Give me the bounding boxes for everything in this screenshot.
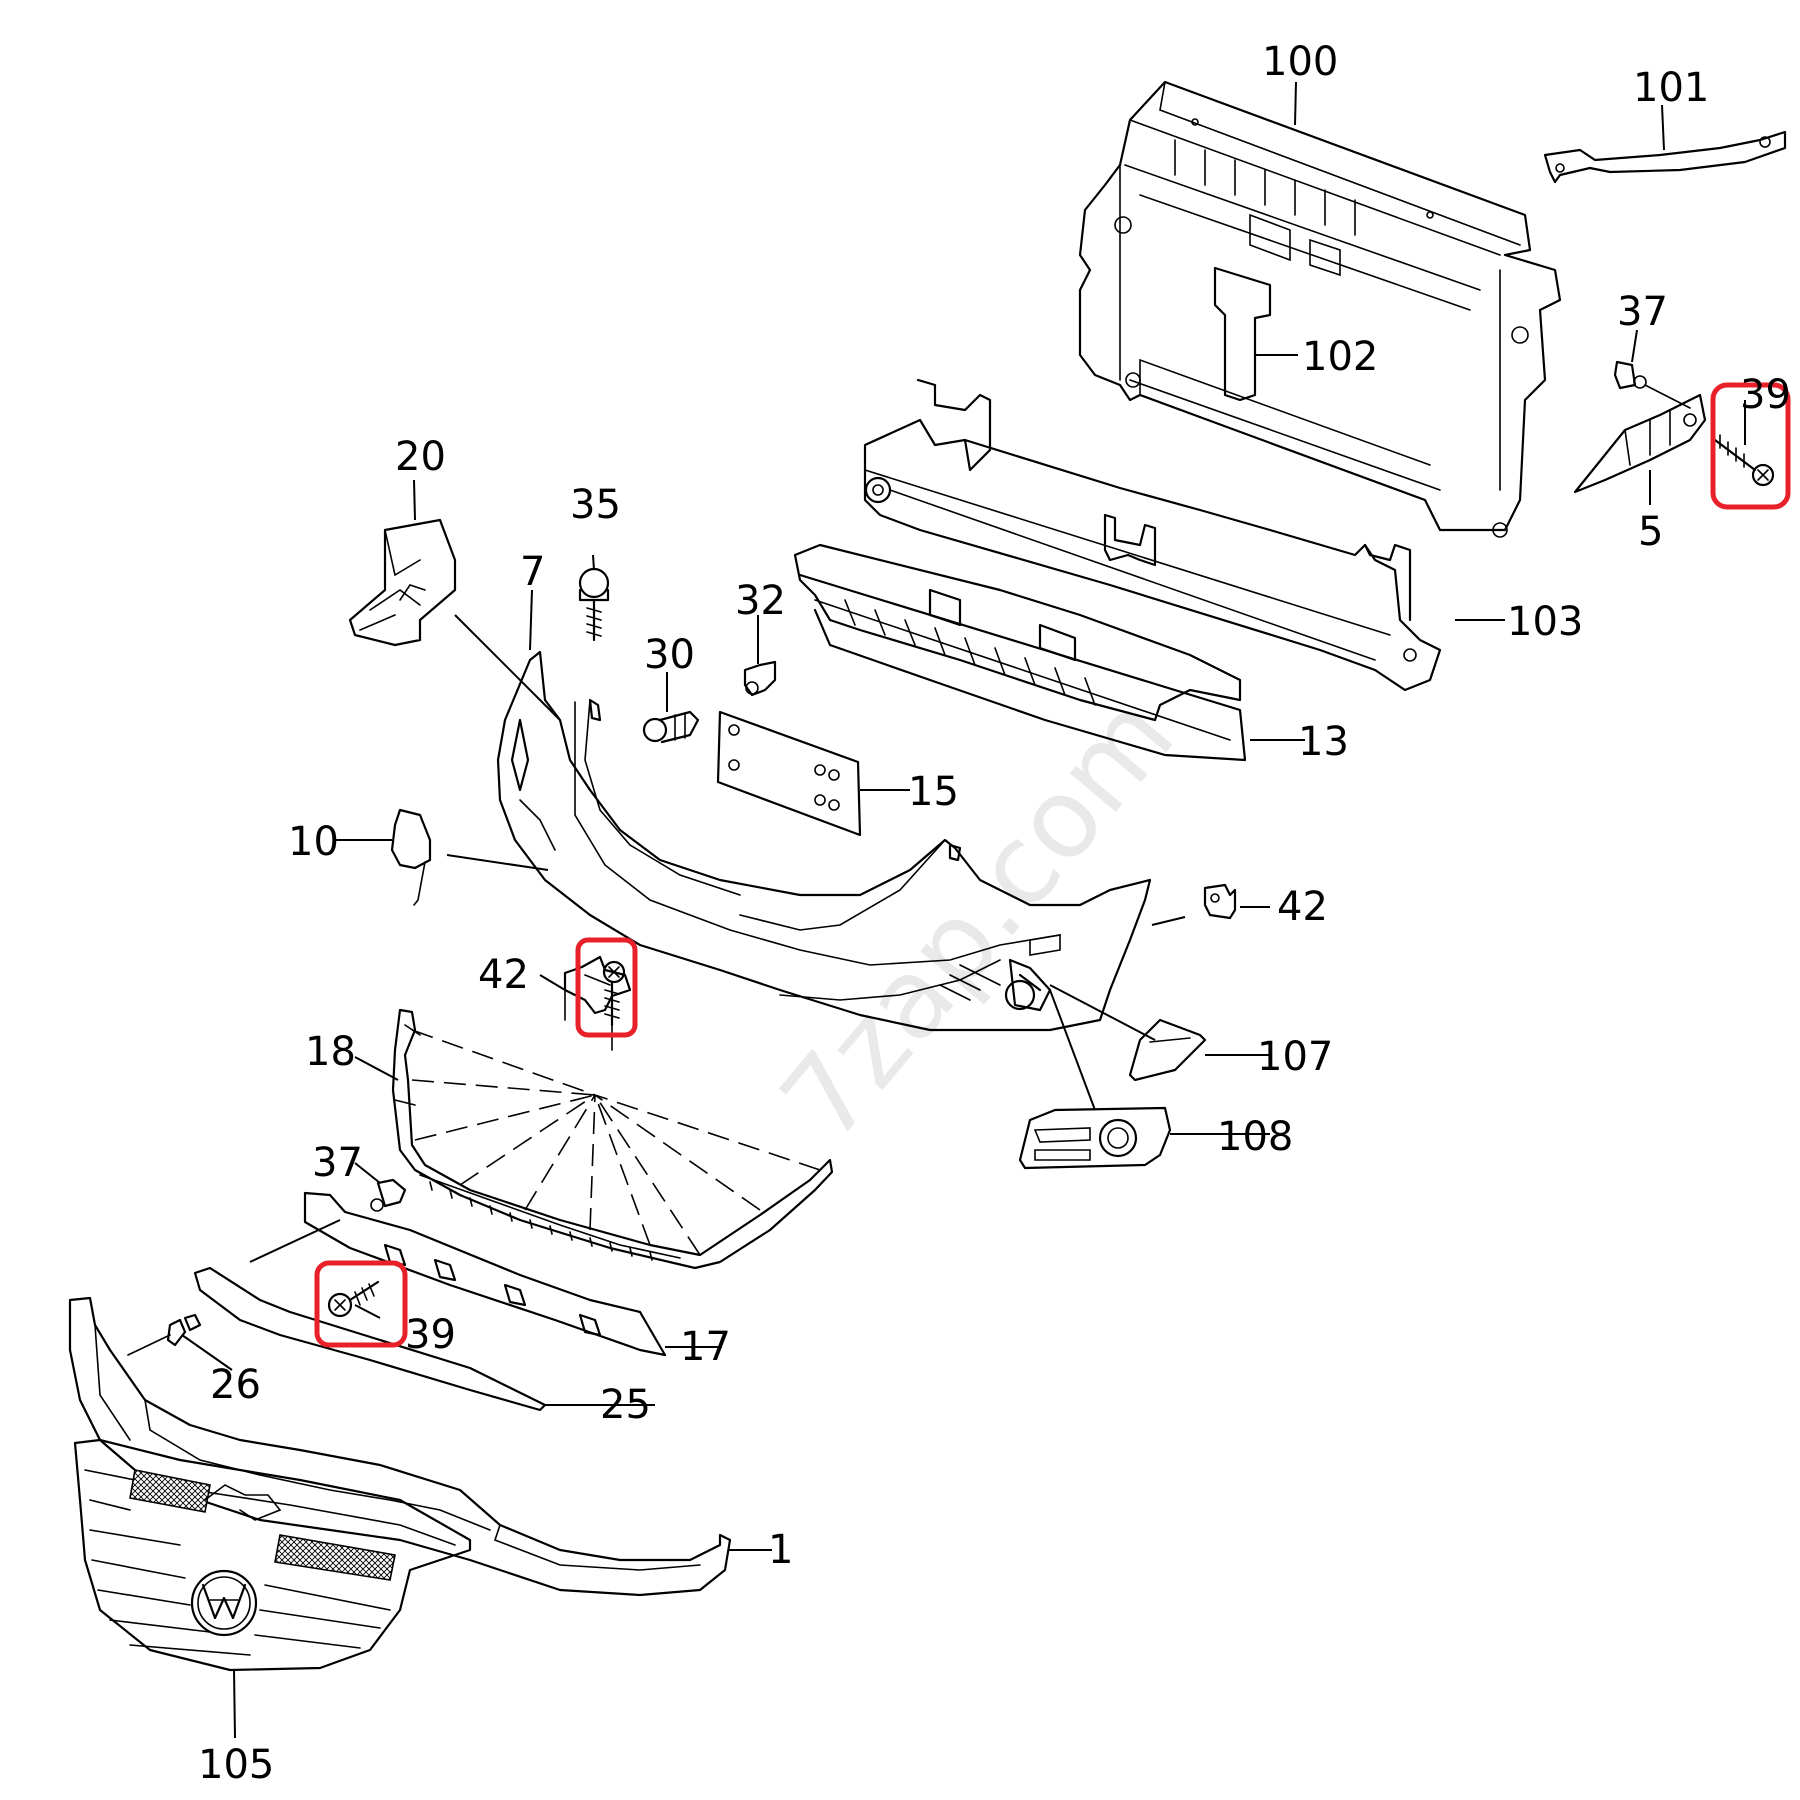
part-15-license-plate-bracket[interactable] <box>716 710 862 837</box>
label-13[interactable]: 13 <box>1298 719 1349 765</box>
label-17[interactable]: 17 <box>680 1324 731 1370</box>
part-100-lock-carrier[interactable] <box>1078 80 1562 538</box>
part-37-clip-bottom[interactable] <box>370 1178 407 1212</box>
label-35[interactable]: 35 <box>570 482 621 528</box>
part-32-rivet[interactable] <box>743 660 777 697</box>
part-labels: 100 101 102 103 37 39 5 20 35 7 32 30 13… <box>198 39 1791 1788</box>
part-108-fog-light-grille[interactable] <box>1018 1106 1172 1170</box>
label-103[interactable]: 103 <box>1507 599 1583 645</box>
part-37-clip-top[interactable] <box>1613 360 1691 409</box>
label-18[interactable]: 18 <box>305 1029 356 1075</box>
leader-lines <box>181 81 1746 1739</box>
label-7[interactable]: 7 <box>520 549 545 595</box>
part-13-energy-absorber[interactable] <box>793 543 1247 762</box>
part-26-expanding-rivet[interactable] <box>127 1313 202 1356</box>
label-107[interactable]: 107 <box>1257 1034 1333 1080</box>
highlight-box-center <box>575 937 638 1038</box>
label-42-left[interactable]: 42 <box>478 952 529 998</box>
part-39-screw-bottom[interactable] <box>327 1280 380 1318</box>
part-20-guide-bracket[interactable] <box>348 518 457 647</box>
label-101[interactable]: 101 <box>1633 65 1709 111</box>
label-42-right[interactable]: 42 <box>1277 884 1328 930</box>
part-42-clip-left[interactable] <box>563 955 632 1021</box>
label-20[interactable]: 20 <box>395 434 446 480</box>
part-105-radiator-grille[interactable] <box>73 1438 472 1672</box>
part-107-fog-light-cover[interactable] <box>1128 1018 1207 1082</box>
label-105[interactable]: 105 <box>198 1742 274 1788</box>
label-30[interactable]: 30 <box>644 632 695 678</box>
part-10-tow-eye-cover[interactable] <box>390 808 432 906</box>
part-25-trim-strip[interactable] <box>193 1266 547 1412</box>
part-39-screw-top[interactable] <box>1713 434 1775 487</box>
label-37-bottom[interactable]: 37 <box>312 1140 363 1186</box>
part-7-bumper-cover[interactable] <box>496 650 1152 1032</box>
part-101-bracket[interactable] <box>1543 130 1787 184</box>
fastener-fan-lines <box>411 1029 821 1256</box>
part-18-lower-spoiler[interactable] <box>391 1008 834 1270</box>
part-103-bumper-reinforcement[interactable] <box>863 378 1442 692</box>
label-37-top[interactable]: 37 <box>1617 289 1668 335</box>
part-17-spoiler-strip[interactable] <box>303 1191 667 1357</box>
label-32[interactable]: 32 <box>735 578 786 624</box>
highlight-box-top-right <box>1710 382 1791 510</box>
label-5[interactable]: 5 <box>1638 509 1663 555</box>
part-42-nut-right[interactable] <box>1203 883 1237 920</box>
part-5-bracket[interactable] <box>1573 393 1707 494</box>
label-1[interactable]: 1 <box>768 1527 793 1573</box>
label-102[interactable]: 102 <box>1302 334 1378 380</box>
label-26[interactable]: 26 <box>210 1362 261 1408</box>
label-108[interactable]: 108 <box>1217 1114 1293 1160</box>
part-1-upper-trim[interactable] <box>68 1296 732 1597</box>
label-25[interactable]: 25 <box>600 1382 651 1428</box>
label-10[interactable]: 10 <box>288 819 339 865</box>
label-15[interactable]: 15 <box>908 769 959 815</box>
label-100[interactable]: 100 <box>1262 39 1338 85</box>
label-39-bottom[interactable]: 39 <box>405 1312 456 1358</box>
part-30-clip[interactable] <box>642 710 700 744</box>
label-39-top[interactable]: 39 <box>1740 372 1791 418</box>
part-35-screw[interactable] <box>578 567 610 642</box>
highlight-box-bottom-left <box>314 1260 408 1348</box>
